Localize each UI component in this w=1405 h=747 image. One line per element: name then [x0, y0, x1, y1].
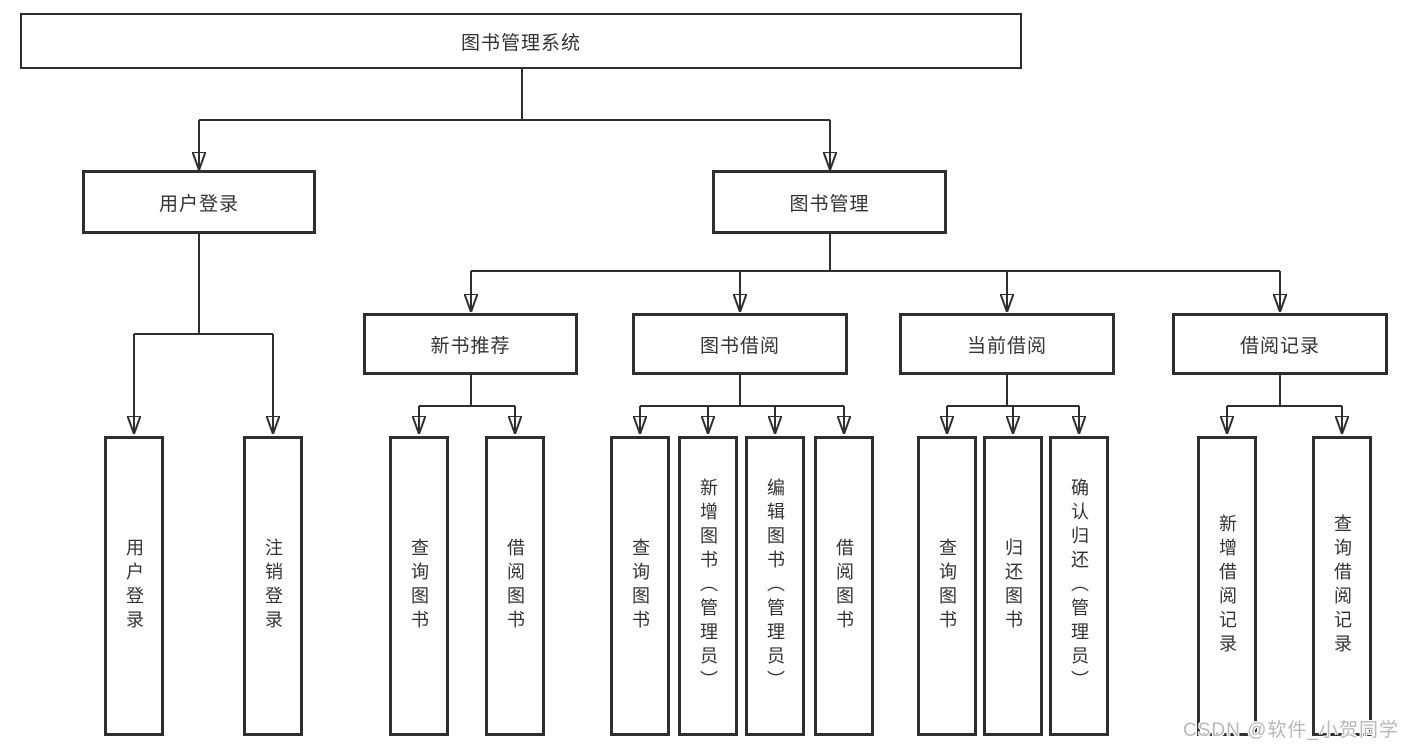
leaf-query-books-recommend-label: 查询图书 — [409, 538, 429, 634]
leaf-return-books: 归还图书 — [983, 436, 1043, 736]
node-user-login: 用户登录 — [82, 170, 316, 234]
leaf-logout-label: 注销登录 — [263, 538, 283, 634]
leaf-query-books-current: 查询图书 — [917, 436, 977, 736]
leaf-query-books-current-label: 查询图书 — [937, 538, 957, 634]
watermark: CSDN @软件_小贺同学 — [1183, 720, 1399, 741]
leaf-edit-books-admin-label: 编辑图书（管理员） — [765, 478, 785, 694]
node-current-borrow: 当前借阅 — [899, 313, 1115, 375]
leaf-query-borrow-record: 查询借阅记录 — [1312, 436, 1372, 736]
leaf-user-login: 用户登录 — [104, 436, 164, 736]
leaf-borrow-books: 借阅图书 — [814, 436, 874, 736]
leaf-confirm-return-admin: 确认归还（管理员） — [1049, 436, 1109, 736]
leaf-borrow-books-recommend: 借阅图书 — [485, 436, 545, 736]
leaf-add-books-admin: 新增图书（管理员） — [678, 436, 738, 736]
leaf-query-books-recommend: 查询图书 — [389, 436, 449, 736]
leaf-logout: 注销登录 — [243, 436, 303, 736]
leaf-borrow-books-label: 借阅图书 — [834, 538, 854, 634]
leaf-add-borrow-record-label: 新增借阅记录 — [1217, 514, 1237, 658]
leaf-query-books-borrow: 查询图书 — [610, 436, 670, 736]
leaf-borrow-books-recommend-label: 借阅图书 — [505, 538, 525, 634]
leaf-add-books-admin-label: 新增图书（管理员） — [698, 478, 718, 694]
node-borrow-records: 借阅记录 — [1172, 313, 1388, 375]
node-book-borrow: 图书借阅 — [632, 313, 848, 375]
leaf-user-login-label: 用户登录 — [124, 538, 144, 634]
leaf-edit-books-admin: 编辑图书（管理员） — [745, 436, 805, 736]
node-new-book-recommend: 新书推荐 — [363, 313, 578, 375]
node-book-management: 图书管理 — [712, 170, 947, 234]
leaf-add-borrow-record: 新增借阅记录 — [1197, 436, 1257, 736]
leaf-confirm-return-admin-label: 确认归还（管理员） — [1069, 478, 1089, 694]
leaf-return-books-label: 归还图书 — [1003, 538, 1023, 634]
node-root-system: 图书管理系统 — [20, 13, 1022, 69]
leaf-query-books-borrow-label: 查询图书 — [630, 538, 650, 634]
leaf-query-borrow-record-label: 查询借阅记录 — [1332, 514, 1352, 658]
